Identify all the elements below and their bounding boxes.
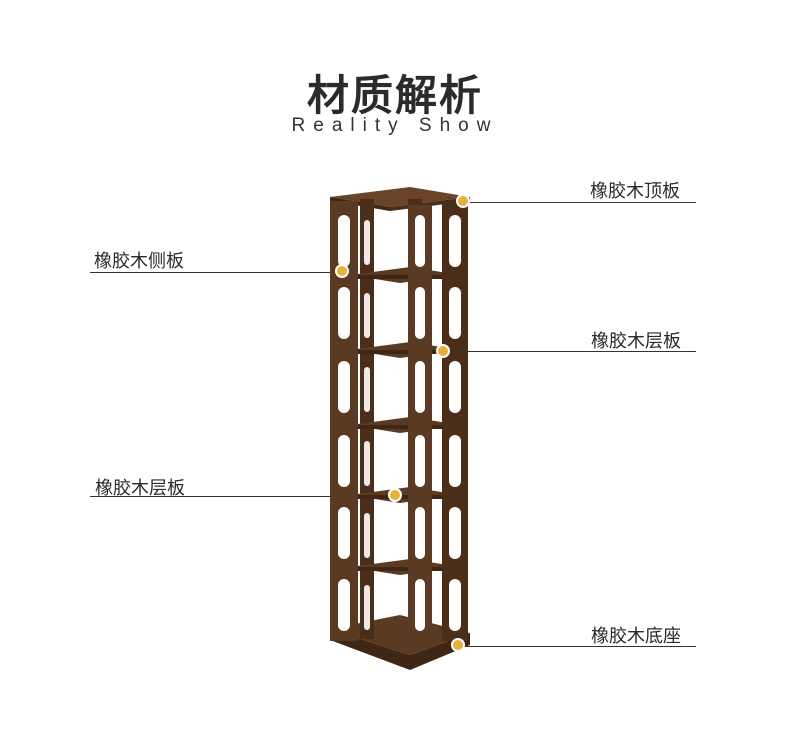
shelf-side-panel-right [442, 201, 468, 641]
marker-layer-left-dot [388, 488, 402, 502]
marker-layer-right-dot [436, 344, 450, 358]
callout-base-label: 橡胶木底座 [591, 626, 681, 647]
shelf-side-panel-middle [408, 205, 432, 645]
marker-top-dot [456, 194, 470, 208]
page-title: 材质解析 [306, 71, 483, 120]
callout-side-label: 橡胶木侧板 [94, 251, 184, 272]
callout-layer-left-line [90, 496, 395, 497]
shelf-side-panel-left [330, 201, 358, 641]
marker-base-dot [451, 638, 465, 652]
rotating-bookshelf-image [330, 187, 470, 670]
callout-side-line [90, 272, 342, 273]
callout-top-line [466, 202, 696, 203]
callout-layer-right-label: 橡胶木层板 [591, 331, 681, 352]
callout-layer-right-line [443, 351, 696, 352]
marker-side-dot [335, 264, 349, 278]
callout-top-label: 橡胶木顶板 [590, 181, 680, 202]
callout-layer-left-label: 橡胶木层板 [95, 478, 185, 499]
callout-base-line [458, 646, 696, 647]
shelf-base [330, 629, 470, 670]
page-subtitle: Reality Show [291, 115, 499, 136]
